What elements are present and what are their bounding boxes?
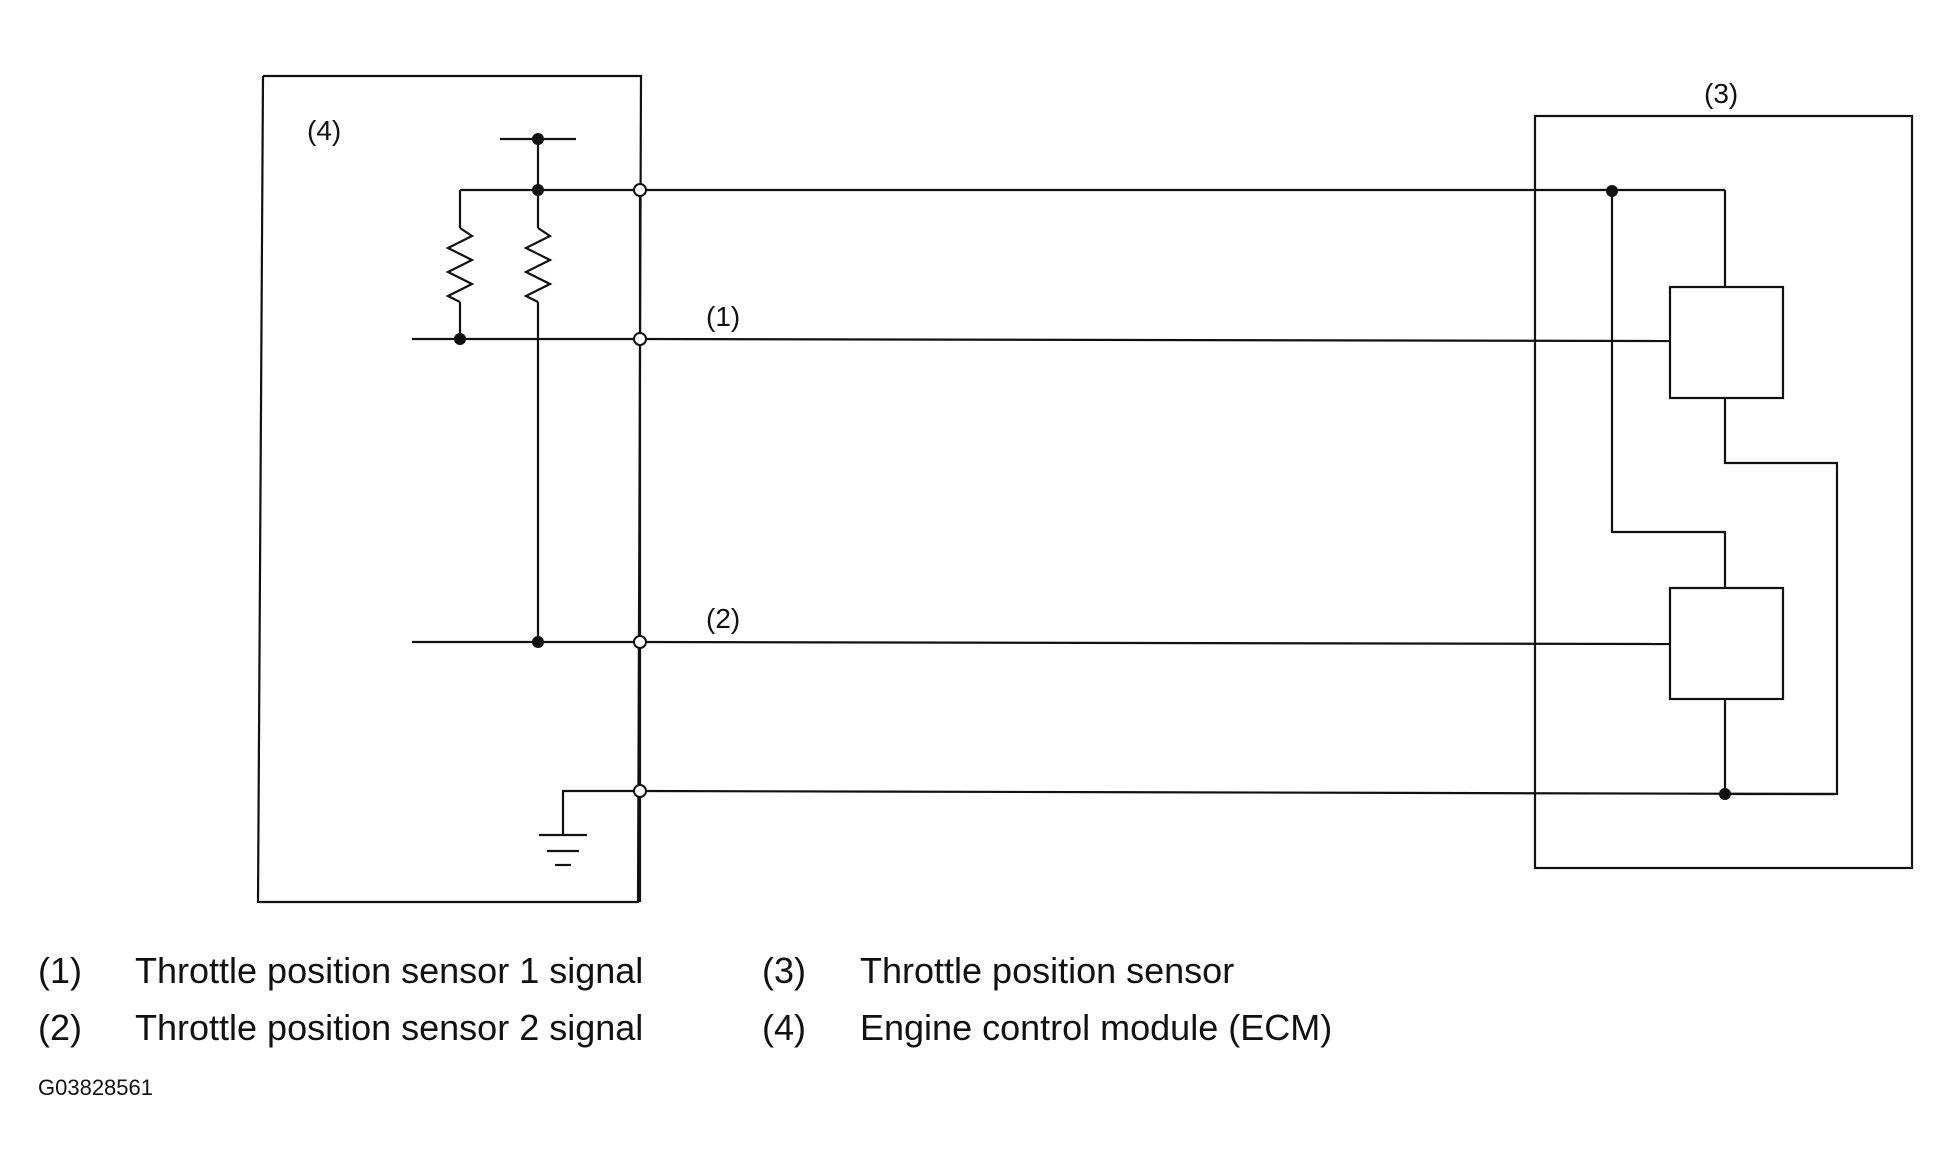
signal1-wire	[639, 337, 1671, 343]
sensor-supply-feed	[1610, 191, 1727, 588]
sensor-element-1	[1668, 285, 1785, 400]
figure-id: G03828561	[38, 1075, 153, 1100]
resistor2-symbol	[523, 227, 553, 303]
terminal-supply	[633, 183, 647, 197]
terminal-signal2	[633, 635, 647, 649]
ecm-box	[256, 74, 643, 904]
legend-number: (3)	[762, 950, 806, 991]
signal2-wire	[639, 640, 1671, 646]
power-node	[532, 133, 544, 145]
ground-lead	[561, 789, 640, 835]
sensor-box	[1533, 114, 1914, 870]
sensor-element-2	[1668, 586, 1785, 701]
signal1-node	[454, 333, 466, 345]
sensor-label: (3)	[1704, 78, 1738, 109]
terminal-signal1	[633, 332, 647, 346]
resistor1-symbol	[445, 227, 475, 303]
wiring-diagram: (4) (3) (1) (2)	[256, 74, 1914, 904]
ground-wire	[639, 789, 1835, 796]
legend-text: Throttle position sensor 1 signal	[135, 950, 644, 991]
signal2-label: (2)	[706, 603, 740, 634]
sensor1-ground-lead	[1723, 398, 1839, 796]
legend-text: Engine control module (ECM)	[860, 1007, 1333, 1048]
legend-text: Throttle position sensor	[860, 950, 1235, 991]
legend-number: (2)	[38, 1007, 82, 1048]
legend-text: Throttle position sensor 2 signal	[135, 1007, 644, 1048]
legend-number: (1)	[38, 950, 82, 991]
terminal-ground	[633, 784, 647, 798]
legend-number: (4)	[762, 1007, 806, 1048]
signal2-node	[532, 636, 544, 648]
sensor-ground-node	[1719, 788, 1731, 800]
ecm-label: (4)	[307, 115, 341, 146]
signal1-label: (1)	[706, 301, 740, 332]
